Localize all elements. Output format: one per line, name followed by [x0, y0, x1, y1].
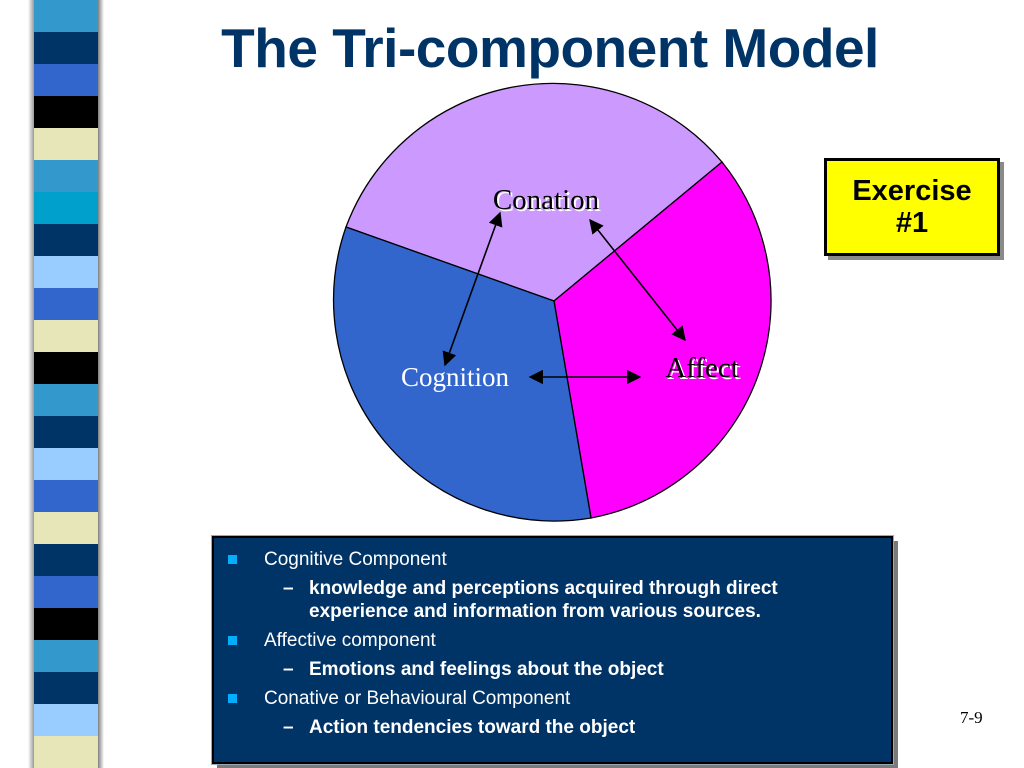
- stripe: [34, 544, 98, 576]
- stripe: [34, 352, 98, 384]
- note-heading-affective: Affective component: [228, 629, 877, 652]
- notes-panel: Cognitive Component – knowledge and perc…: [211, 535, 894, 765]
- stripe: [34, 608, 98, 640]
- stripe: [34, 384, 98, 416]
- stripe: [34, 96, 98, 128]
- stripe: [34, 224, 98, 256]
- dash-bullet-icon: –: [283, 578, 294, 599]
- page-number: 7-9: [960, 708, 983, 727]
- exercise-line2: #1: [895, 207, 929, 239]
- dash-bullet-icon: –: [283, 659, 294, 680]
- square-bullet-icon: [228, 555, 237, 564]
- note-heading-conative: Conative or Behavioural Component: [228, 687, 877, 710]
- square-bullet-icon: [228, 694, 237, 703]
- stripe: [34, 576, 98, 608]
- note-detail-text: Emotions and feelings about the object: [309, 659, 664, 680]
- stripe: [34, 704, 98, 736]
- stripe: [34, 736, 98, 768]
- note-heading-cognitive: Cognitive Component: [228, 548, 877, 571]
- stripe: [34, 32, 98, 64]
- note-detail-conative: – Action tendencies toward the object: [228, 716, 877, 739]
- stripe: [34, 256, 98, 288]
- note-detail-affective: – Emotions and feelings about the object: [228, 658, 877, 681]
- dash-bullet-icon: –: [283, 717, 294, 738]
- label-affect: Affect: [665, 352, 739, 384]
- arrow-conation-cognition: [442, 211, 503, 367]
- exercise-badge: Exercise #1: [824, 158, 1000, 256]
- stripe: [34, 64, 98, 96]
- segment-cognition: [332, 226, 592, 522]
- stripe: [34, 128, 98, 160]
- segment-conation: [345, 82, 723, 302]
- stripe: [34, 416, 98, 448]
- note-heading-text: Conative or Behavioural Component: [264, 688, 571, 709]
- page-title: The Tri-component Model: [221, 17, 879, 79]
- stripe: [34, 480, 98, 512]
- tri-component-diagram: Conation Conation Affect Affect Cognitio…: [332, 82, 772, 522]
- note-detail-text: Action tendencies toward the object: [309, 717, 636, 738]
- label-conation: Conation: [493, 184, 600, 216]
- label-cognition: Cognition: [401, 362, 510, 392]
- stripe: [34, 288, 98, 320]
- note-detail-cognitive: – knowledge and perceptions acquired thr…: [228, 577, 877, 623]
- stripe: [34, 640, 98, 672]
- stripe-bar-shadow-right: [98, 0, 104, 768]
- decorative-stripe-bar: [34, 0, 98, 768]
- stripe: [34, 192, 98, 224]
- label-conation-shadow: Conation: [495, 186, 602, 218]
- stripe: [34, 512, 98, 544]
- note-heading-text: Affective component: [264, 630, 436, 651]
- arrow-conation-affect: [589, 218, 686, 342]
- label-affect-shadow: Affect: [667, 354, 741, 386]
- stripe-bar-shadow-left: [28, 0, 34, 768]
- note-detail-text: knowledge and perceptions acquired throu…: [309, 578, 778, 622]
- square-bullet-icon: [228, 636, 237, 645]
- stripe: [34, 672, 98, 704]
- stripe: [34, 0, 98, 32]
- stripe: [34, 320, 98, 352]
- note-heading-text: Cognitive Component: [264, 549, 447, 570]
- stripe: [34, 448, 98, 480]
- stripe: [34, 160, 98, 192]
- exercise-line1: Exercise: [852, 174, 972, 207]
